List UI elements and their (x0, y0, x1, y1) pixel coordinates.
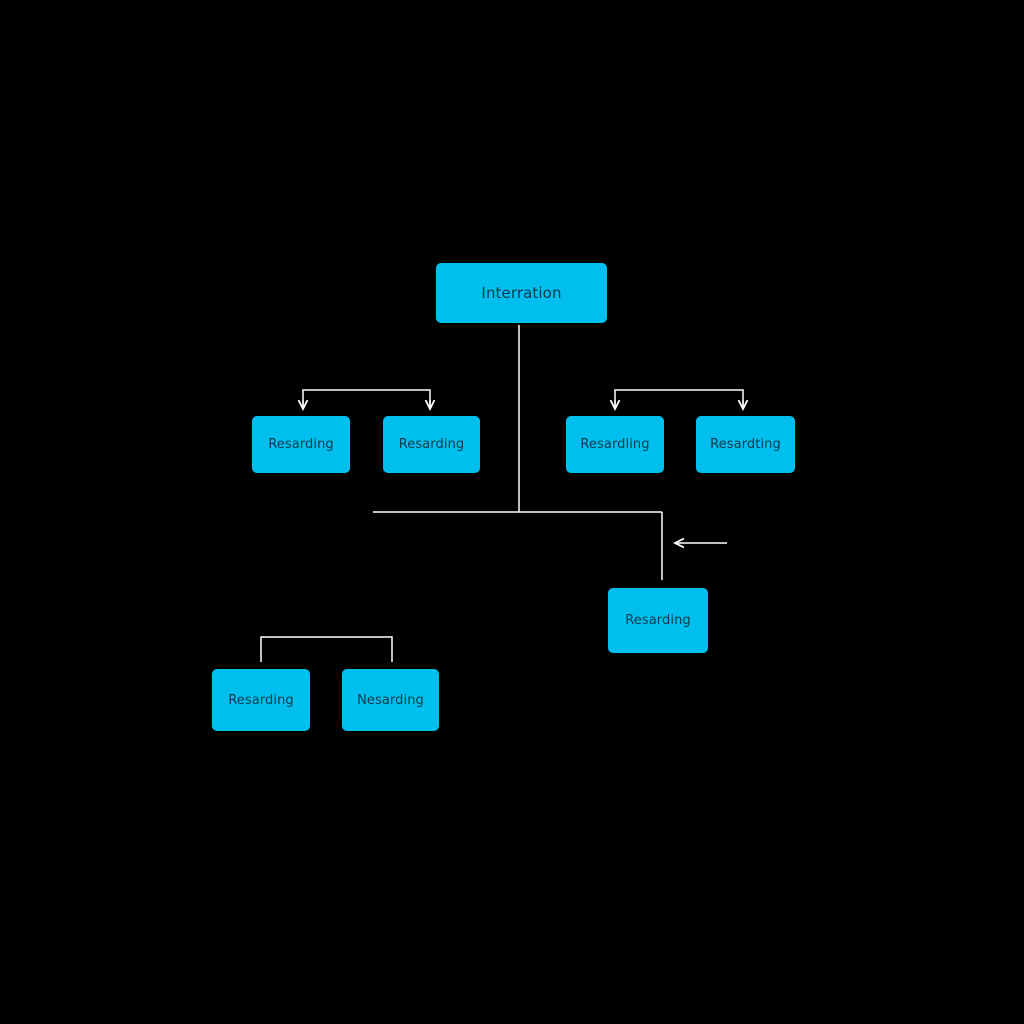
child-node-c[interactable]: Resarding (608, 588, 708, 653)
child-node-d1-label: Resarding (228, 692, 294, 708)
child-node-d1[interactable]: Resarding (212, 669, 310, 731)
child-node-b2[interactable]: Resardting (696, 416, 795, 473)
child-node-a2[interactable]: Resarding (383, 416, 480, 473)
bracket-group-a (302, 389, 431, 408)
child-node-a1[interactable]: Resarding (252, 416, 350, 473)
child-node-c-label: Resarding (625, 613, 691, 628)
bracket-group-d (260, 636, 393, 662)
child-node-a1-label: Resarding (268, 437, 334, 452)
child-node-d2[interactable]: Nesarding (342, 669, 439, 731)
child-node-a2-label: Resarding (398, 437, 465, 452)
root-node-label: Interration (481, 284, 562, 302)
bracket-group-b (614, 389, 744, 408)
child-node-b2-label: Resardting (710, 437, 781, 452)
child-node-b1-label: Resardling (580, 437, 650, 452)
child-node-b1[interactable]: Resardling (566, 416, 664, 473)
child-node-d2-label: Nesarding (357, 692, 424, 708)
root-node[interactable]: Interration (436, 263, 607, 323)
